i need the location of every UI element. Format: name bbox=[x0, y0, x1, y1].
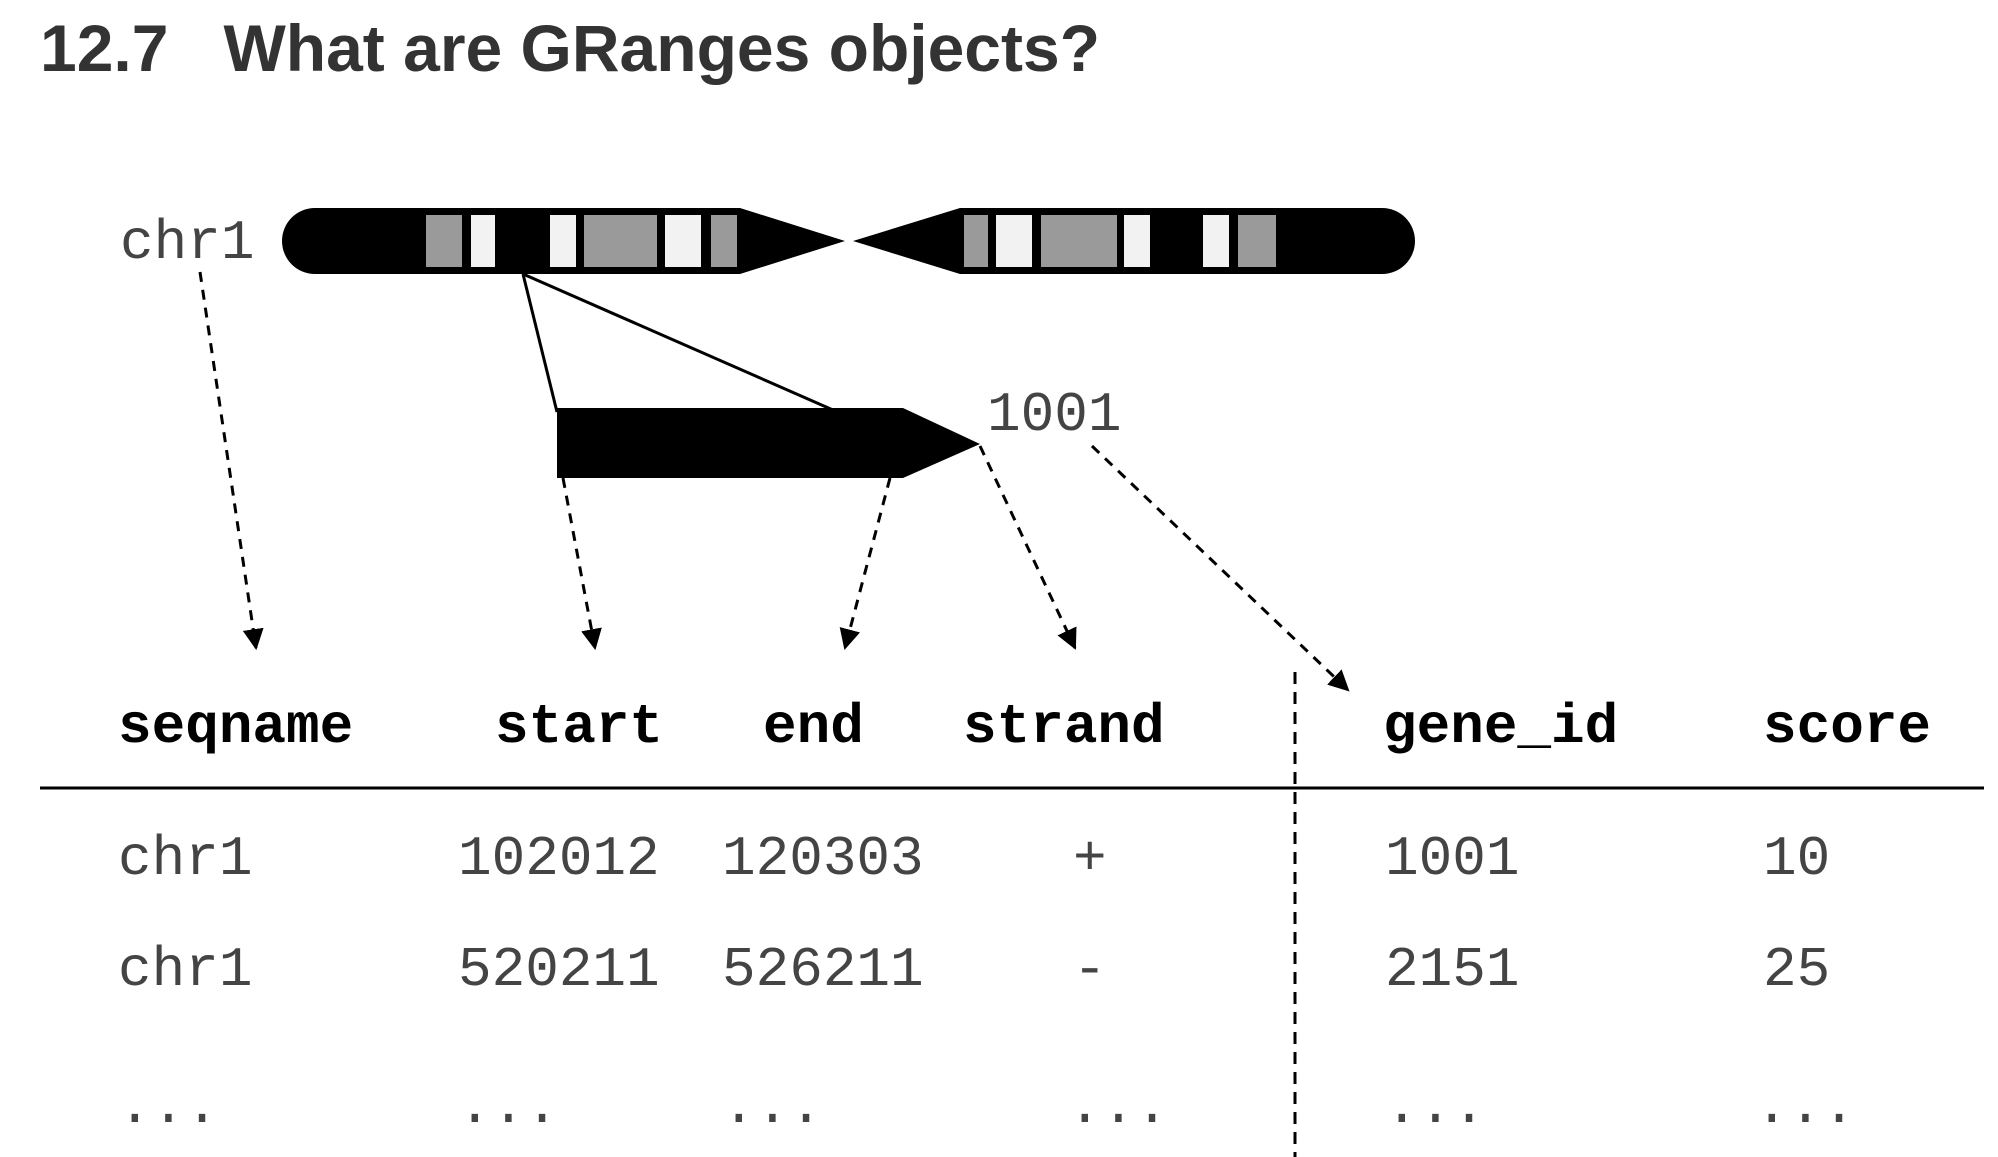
cell-end: 526211 bbox=[722, 938, 924, 1002]
band bbox=[709, 213, 739, 269]
cell-gene-id: 1001 bbox=[1385, 827, 1519, 891]
cell-score: 25 bbox=[1763, 938, 1830, 1002]
arrow-strand bbox=[978, 445, 1077, 650]
chromosome-left-arm bbox=[282, 208, 845, 274]
arrow-seqname bbox=[198, 271, 264, 651]
band bbox=[424, 213, 464, 269]
cell-seqname: ... bbox=[118, 1075, 219, 1139]
band bbox=[994, 213, 1034, 269]
band bbox=[548, 213, 578, 269]
column-header-score: score bbox=[1763, 695, 1931, 759]
band bbox=[469, 213, 497, 269]
section-heading: 12.7 What are GRanges objects? bbox=[40, 8, 1100, 88]
cell-strand: ... bbox=[1068, 1075, 1169, 1139]
zoom-line-right bbox=[522, 272, 834, 412]
table-row: chr1 102012 120303 + 1001 10 bbox=[118, 827, 1830, 891]
column-header-start: start bbox=[495, 695, 663, 759]
band bbox=[1201, 213, 1231, 269]
cell-seqname: chr1 bbox=[118, 827, 252, 891]
band bbox=[663, 213, 703, 269]
zoom-line-left bbox=[521, 273, 559, 413]
cell-gene-id: ... bbox=[1385, 1075, 1486, 1139]
column-header-end: end bbox=[763, 695, 864, 759]
column-header-gene-id: gene_id bbox=[1383, 695, 1618, 759]
cell-start: 520211 bbox=[458, 938, 660, 1002]
table-row: ... ... ... ... ... ... bbox=[118, 1075, 1856, 1139]
section-number: 12.7 bbox=[40, 11, 169, 85]
cell-start: ... bbox=[458, 1075, 559, 1139]
arrow-gene-id bbox=[1090, 444, 1350, 692]
band bbox=[962, 213, 990, 269]
cell-start: 102012 bbox=[458, 827, 660, 891]
cell-score: ... bbox=[1755, 1075, 1856, 1139]
band bbox=[1039, 213, 1119, 269]
cell-end: 120303 bbox=[722, 827, 924, 891]
column-header-seqname: seqname bbox=[118, 695, 353, 759]
cell-score: 10 bbox=[1763, 827, 1830, 891]
arrow-start bbox=[561, 477, 602, 651]
cell-strand: - bbox=[1073, 938, 1107, 1002]
table-header: seqname start end strand gene_id score bbox=[118, 695, 1931, 759]
chromosome-label: chr1 bbox=[120, 211, 254, 275]
cell-strand: + bbox=[1073, 827, 1107, 891]
section-title: What are GRanges objects? bbox=[223, 11, 1101, 85]
arrow-end bbox=[839, 477, 892, 651]
gene-arrow bbox=[557, 408, 980, 478]
band bbox=[582, 213, 659, 269]
band bbox=[1236, 213, 1278, 269]
column-header-strand: strand bbox=[963, 695, 1165, 759]
cell-gene-id: 2151 bbox=[1385, 938, 1519, 1002]
table-row: chr1 520211 526211 - 2151 25 bbox=[118, 938, 1830, 1002]
cell-end: ... bbox=[722, 1075, 823, 1139]
cell-seqname: chr1 bbox=[118, 938, 252, 1002]
band bbox=[1122, 213, 1152, 269]
chromosome-right-arm bbox=[853, 208, 1415, 274]
gene-label: 1001 bbox=[987, 383, 1121, 447]
